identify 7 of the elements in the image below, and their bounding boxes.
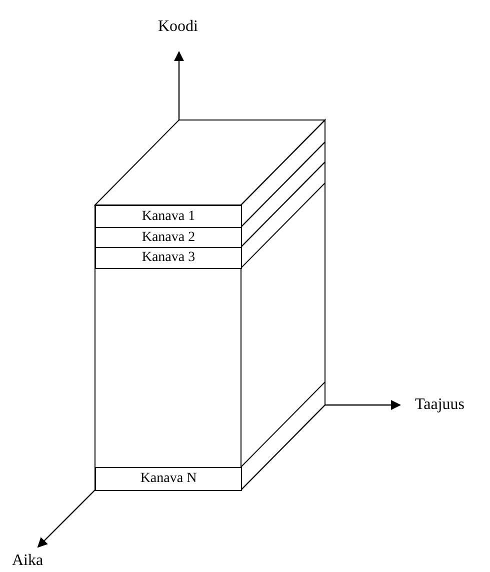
axis-label: Koodi <box>158 18 198 36</box>
axis-label: Taajuus <box>415 396 465 414</box>
channel-band: Kanava 2 <box>95 227 242 248</box>
axis-label: Aika <box>12 552 44 570</box>
channel-band: Kanava 3 <box>95 247 242 269</box>
channel-band: Kanava 1 <box>95 205 242 228</box>
channel-band: Kanava N <box>95 467 242 491</box>
